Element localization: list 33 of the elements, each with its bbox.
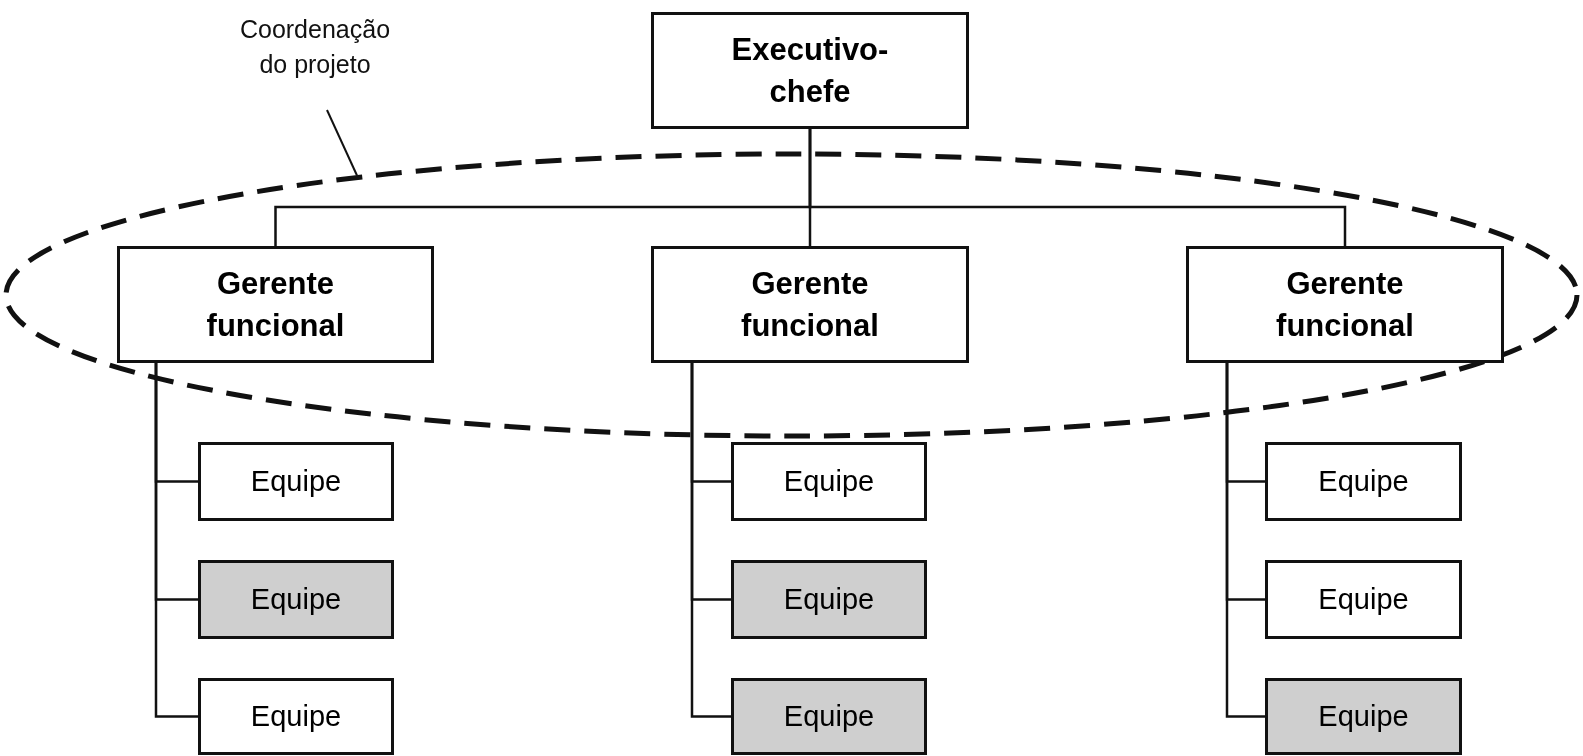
team-box (1265, 442, 1462, 521)
box-label: Equipe (1318, 583, 1409, 616)
box-label: Equipe (1318, 700, 1409, 733)
box-label: Equipe (783, 465, 875, 498)
team-box (1265, 678, 1462, 755)
connector-line (1225, 363, 1265, 718)
team-box (731, 560, 927, 639)
box-label: Gerente funcional (1275, 264, 1415, 345)
annotation-text: Coordenação do projeto (225, 12, 405, 82)
dashed-ellipse (2, 150, 1581, 440)
box-label: Equipe (250, 583, 342, 616)
box-label: Equipe (250, 465, 342, 498)
executive-box (651, 12, 969, 129)
team-box (198, 560, 394, 639)
manager-box (117, 246, 434, 363)
box-label: Executivo-chefe (730, 30, 890, 111)
manager-box (651, 246, 969, 363)
connector-line (690, 363, 731, 718)
box-label: Equipe (1318, 465, 1409, 498)
manager-box (1186, 246, 1504, 363)
leader-line (326, 109, 358, 177)
team-box (731, 442, 927, 521)
connector-line (154, 363, 198, 718)
team-box (731, 678, 927, 755)
team-box (198, 678, 394, 755)
connector-line (808, 129, 1347, 246)
box-label: Equipe (783, 700, 875, 733)
box-label: Equipe (250, 700, 342, 733)
box-label: Gerente funcional (205, 264, 346, 345)
box-label: Gerente funcional (740, 264, 880, 345)
team-box (198, 442, 394, 521)
box-label: Equipe (783, 583, 875, 616)
team-box (1265, 560, 1462, 639)
